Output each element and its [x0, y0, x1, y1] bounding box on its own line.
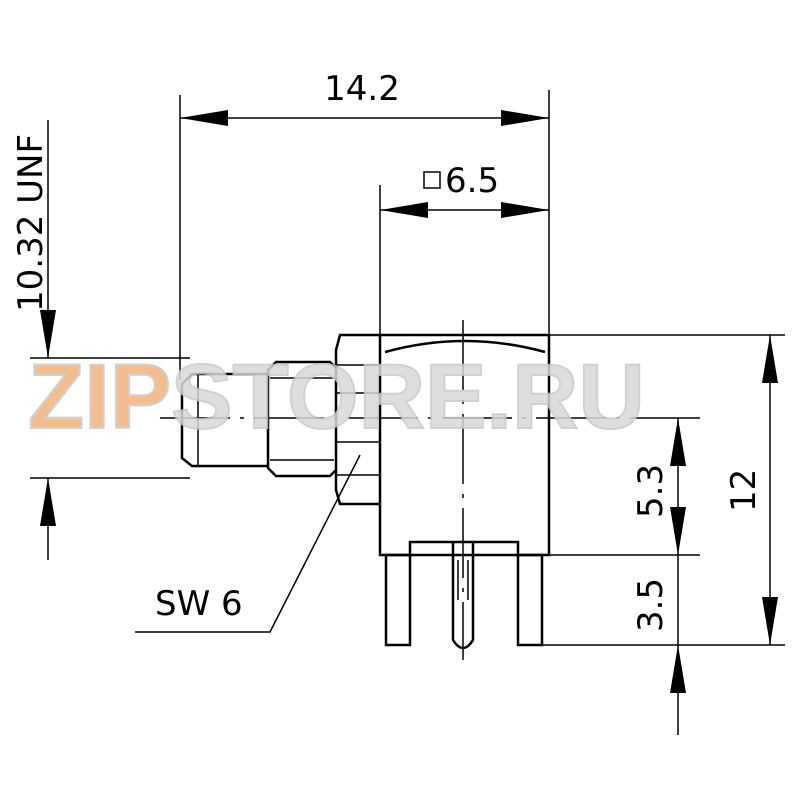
label-wrench-size: SW 6: [155, 584, 243, 624]
center-lines: [160, 320, 700, 660]
connector-body: [180, 333, 551, 650]
square-symbol-icon: [423, 171, 441, 189]
dim-pin-length: [670, 555, 686, 735]
label-square: 6.5: [423, 161, 499, 201]
label-square-width: 6.5: [445, 161, 499, 201]
label-center-height: 5.3: [631, 464, 671, 518]
label-total-height: 12: [724, 469, 764, 512]
dim-center-height: [670, 418, 686, 555]
dim-square-width: [380, 202, 549, 218]
wrench-size-leader: [135, 454, 361, 633]
label-pin-length: 3.5: [631, 578, 671, 632]
watermark-zip: ZIP: [28, 346, 171, 448]
watermark: ZIPSTORE.RU: [27, 345, 646, 449]
dim-total-height: [762, 335, 778, 645]
label-thread: 10.32 UNF: [11, 134, 51, 312]
dim-overall-length: [180, 110, 549, 126]
svg-text:ZIPSTORE.RU: ZIPSTORE.RU: [28, 346, 645, 448]
dim-thread: [40, 120, 56, 560]
watermark-store: STORE.RU: [171, 346, 645, 448]
label-overall-length: 14.2: [324, 69, 400, 109]
